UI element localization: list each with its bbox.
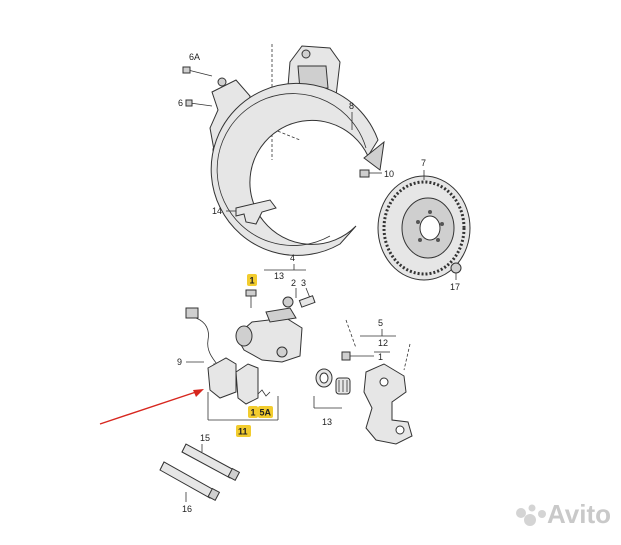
callout-6A: 6A <box>189 52 200 62</box>
callout-5: 5 <box>378 318 383 328</box>
brake-pad-inner <box>207 357 237 399</box>
callout-13-lower: 13 <box>322 417 332 427</box>
callout-1-upper: 1 <box>250 276 255 286</box>
guide-pin-parts <box>282 295 316 308</box>
avito-brand-text: Avito <box>547 499 611 529</box>
highlight-badge-11: 11 <box>236 425 251 437</box>
callout-13-upper: 13 <box>274 271 284 281</box>
brake-pad-outer <box>235 363 259 405</box>
brake-caliper <box>235 307 303 363</box>
guide-bolt <box>341 351 374 361</box>
callout-14: 14 <box>212 206 222 216</box>
bolt-6A <box>182 66 213 77</box>
callout-10: 10 <box>384 169 394 179</box>
brake-disc <box>377 175 471 281</box>
highlight-badge-1-lower: 1 <box>248 406 258 418</box>
callout-17: 17 <box>450 282 460 292</box>
screw-17 <box>450 262 462 280</box>
bushing <box>335 377 351 395</box>
callout-8: 8 <box>349 101 354 111</box>
highlight-badge-5A: 5A <box>258 406 273 418</box>
clip-5A <box>257 389 271 397</box>
red-pointer-arrow <box>99 389 204 425</box>
callout-7: 7 <box>421 158 426 168</box>
grease-tube-16 <box>159 461 221 501</box>
callout-6: 6 <box>178 98 183 108</box>
splash-shield <box>210 82 385 256</box>
callout-4: 4 <box>290 253 295 263</box>
grease-tube-15 <box>181 443 241 481</box>
avito-watermark: Avito <box>516 499 611 529</box>
seal-ring <box>315 368 333 388</box>
callout-16: 16 <box>182 504 192 514</box>
callout-1-right: 1 <box>378 352 383 362</box>
bracket-14 <box>235 199 277 225</box>
callout-1-lower: 1 <box>251 408 256 418</box>
callout-15: 15 <box>200 433 210 443</box>
avito-logo-icon <box>516 504 546 526</box>
callout-11: 11 <box>238 427 248 437</box>
bolt-10 <box>359 169 382 178</box>
callout-2: 2 <box>291 278 296 288</box>
highlight-badge-1-upper: 1 <box>247 274 257 286</box>
bolt-6 <box>185 99 213 107</box>
callout-9: 9 <box>177 357 182 367</box>
caliper-bolt <box>245 289 257 308</box>
caliper-carrier <box>363 363 413 445</box>
callout-12: 12 <box>378 338 388 348</box>
callout-5A: 5A <box>260 408 272 418</box>
callout-3: 3 <box>301 278 306 288</box>
